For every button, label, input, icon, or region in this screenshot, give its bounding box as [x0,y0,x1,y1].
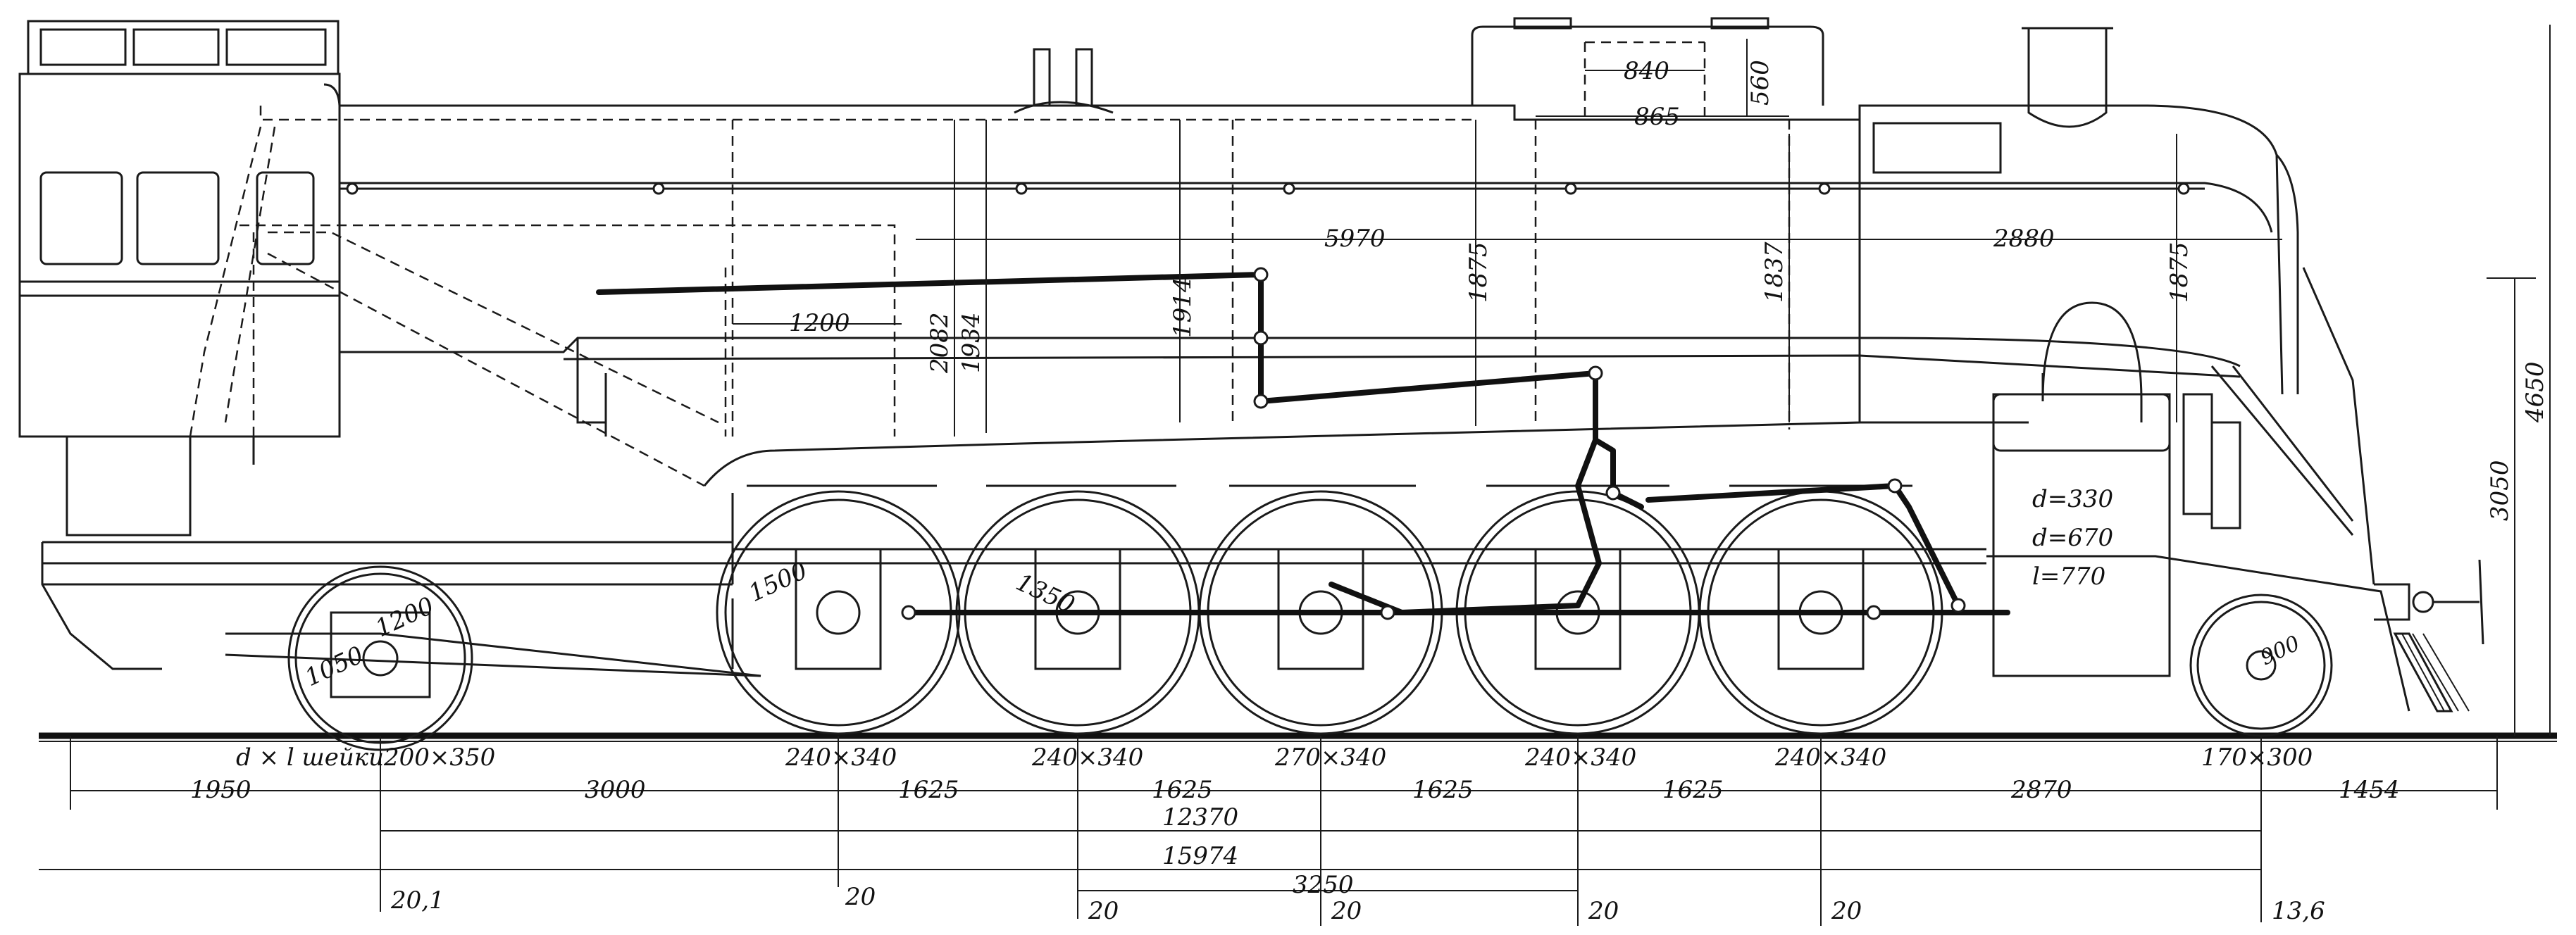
journal-2: 240×340 [785,743,897,772]
journal-5: 240×340 [1524,743,1636,772]
journal-1: 200×350 [383,743,495,772]
dim-2082: 2082 [926,312,954,374]
journal-3: 240×340 [1031,743,1143,772]
dim-1837: 1837 [1760,241,1788,303]
load-6: 20 [1831,897,1862,925]
dim-1454: 1454 [2339,776,2400,804]
load-1: 20,1 [390,886,444,915]
rail [39,732,2557,742]
wheel-900: 900 [2257,631,2304,670]
dim-560: 560 [1746,60,1774,106]
handrail-knobs [346,182,2190,195]
wheel-1050: 1050 [301,641,368,692]
dim-1950: 1950 [190,776,251,804]
cyl-l770: l=770 [2032,563,2105,591]
dim-1914: 1914 [1169,277,1197,338]
dim-1625d: 1625 [1662,776,1724,804]
pivot-points [901,267,1966,620]
leading-wheel [2189,594,2333,737]
wheel-1200: 1200 [371,591,438,643]
dim-4650: 4650 [2521,361,2549,423]
dim-3050: 3050 [2486,460,2514,521]
journal-7: 170×300 [2201,743,2313,772]
trailing-truck [225,565,761,751]
dim-1875b: 1875 [2165,241,2194,303]
cyl-d670: d=670 [2032,524,2113,552]
dim-1200: 1200 [789,309,850,337]
boiler [323,17,2375,585]
journal-4: 270×340 [1274,743,1386,772]
dim-2870: 2870 [2010,776,2072,804]
cylinder-block [1992,301,2241,677]
dim-1625c: 1625 [1412,776,1474,804]
dim-1875a: 1875 [1464,241,1493,303]
cyl-d330: d=330 [2032,485,2113,513]
journal-header: d × l шейки [236,743,384,772]
load-3: 20 [1088,897,1119,925]
internal-dashed [189,41,1791,487]
load-2: 20 [845,883,876,911]
load-7: 13,6 [2272,897,2325,925]
dim-3250: 3250 [1293,871,1354,899]
dim-1934: 1934 [957,312,985,373]
dim-1625b: 1625 [1152,776,1213,804]
dim-840: 840 [1624,57,1669,85]
dim-1625a: 1625 [898,776,959,804]
load-5: 20 [1588,897,1619,925]
cab [18,20,341,536]
journal-6: 240×340 [1774,743,1886,772]
dim-5970: 5970 [1324,225,1386,253]
labels: d × l шейки 200×350 240×340 240×340 270×… [190,57,2549,925]
dimension-lines [39,25,2551,926]
dim-3000: 3000 [585,776,646,804]
dim-12370: 12370 [1162,803,1238,832]
dim-865: 865 [1634,103,1680,131]
load-4: 20 [1331,897,1362,925]
dim-15974: 15974 [1162,842,1238,870]
dim-2880: 2880 [1993,225,2055,253]
